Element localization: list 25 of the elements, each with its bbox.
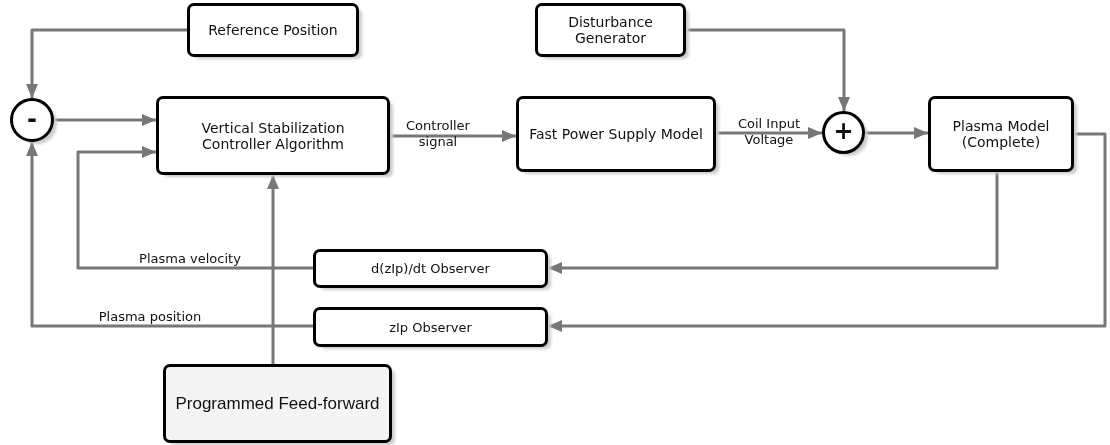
summing-junction: - bbox=[10, 98, 54, 142]
arrow bbox=[390, 130, 516, 142]
arrow bbox=[686, 28, 850, 111]
process-box: Fast Power Supply Model bbox=[516, 96, 716, 172]
summing-junction: + bbox=[822, 111, 865, 154]
input-box: Programmed Feed-forward bbox=[163, 364, 392, 443]
arrow bbox=[865, 127, 928, 139]
edge-label: Plasma velocity bbox=[138, 251, 242, 267]
arrow bbox=[716, 127, 822, 139]
process-box: Plasma Model (Complete) bbox=[928, 96, 1074, 172]
arrow bbox=[76, 146, 313, 270]
arrow bbox=[267, 175, 279, 364]
edge-label: Controller signal bbox=[405, 118, 471, 150]
arrow bbox=[26, 142, 313, 328]
edge-label: Coil Input Voltage bbox=[736, 116, 802, 148]
process-box: Disturbance Generator bbox=[535, 3, 686, 57]
process-box: Reference Position bbox=[187, 3, 359, 57]
process-box: d(zIp)/dt Observer bbox=[313, 249, 548, 288]
process-box: Vertical Stabilization Controller Algorithm bbox=[156, 96, 390, 175]
arrow bbox=[26, 28, 187, 98]
arrow bbox=[54, 114, 156, 126]
edge-label: Plasma position bbox=[97, 309, 203, 325]
arrow bbox=[548, 132, 1107, 332]
arrow bbox=[548, 172, 999, 274]
process-box: zIp Observer bbox=[313, 307, 548, 347]
